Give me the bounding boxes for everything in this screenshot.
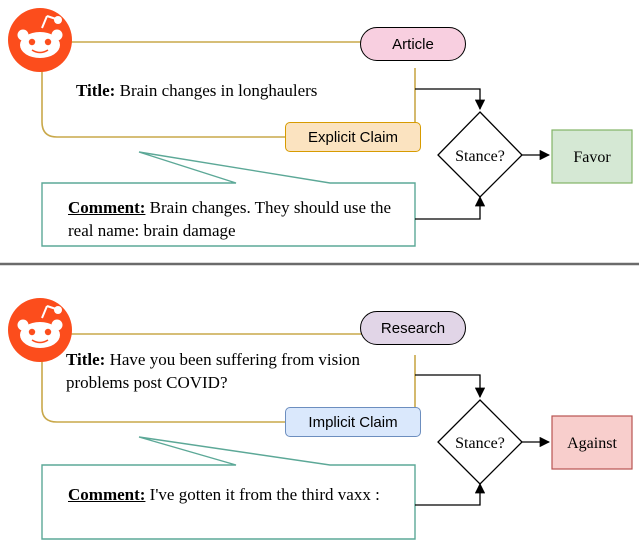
reddit-logo-icon-top	[8, 8, 72, 72]
title-box-top	[41, 41, 416, 138]
title-content-bottom: Have you been suffering from vision prob…	[66, 350, 360, 392]
title-box-bottom	[41, 333, 416, 423]
stance-diamond-bottom	[437, 399, 523, 485]
result-label-bottom: Against	[567, 435, 617, 452]
title-label-bottom: Title:	[66, 350, 106, 369]
comment-to-stance-connector-top	[415, 195, 486, 220]
claim-tag-bottom: Implicit Claim	[285, 407, 421, 437]
stance-label-top: Stance?	[455, 148, 505, 165]
source-tag-label-bottom: Research	[380, 319, 446, 337]
claim-tag-label-top: Explicit Claim	[307, 128, 398, 146]
comment-bubble-top	[41, 151, 416, 247]
stance-label-bottom: Stance?	[455, 435, 505, 452]
comment-bubble-bottom	[41, 436, 416, 540]
result-box-bottom	[551, 415, 633, 470]
comment-text-bottom: Comment: I've gotten it from the third v…	[68, 483, 413, 506]
source-tag-bottom: Research	[360, 311, 466, 345]
title-to-stance-connector-top	[415, 88, 486, 111]
title-text-bottom: Title: Have you been suffering from visi…	[66, 348, 406, 394]
title-text-top: Title: Brain changes in longhaulers	[76, 79, 406, 102]
comment-label-bottom: Comment:	[68, 485, 146, 504]
title-label-top: Title:	[76, 81, 116, 100]
comment-to-stance-connector-bottom	[415, 482, 486, 506]
comment-content-top: Brain changes. They should use the real …	[68, 198, 392, 240]
claim-tag-label-bottom: Implicit Claim	[308, 413, 398, 431]
result-box-top	[551, 129, 633, 184]
result-label-top: Favor	[573, 149, 611, 166]
claim-tag-top: Explicit Claim	[285, 122, 421, 152]
comment-content-bottom: I've gotten it from the third vaxx :	[149, 485, 380, 504]
reddit-logo-icon-bottom	[8, 298, 72, 362]
title-content-top: Brain changes in longhaulers	[119, 81, 318, 100]
source-tag-label-top: Article	[392, 35, 434, 53]
stance-diamond-top	[437, 111, 523, 198]
source-tag-top: Article	[360, 27, 466, 61]
comment-label-top: Comment:	[68, 198, 146, 217]
comment-text-top: Comment: Brain changes. They should use …	[68, 196, 413, 242]
title-to-stance-connector-bottom	[415, 374, 486, 399]
